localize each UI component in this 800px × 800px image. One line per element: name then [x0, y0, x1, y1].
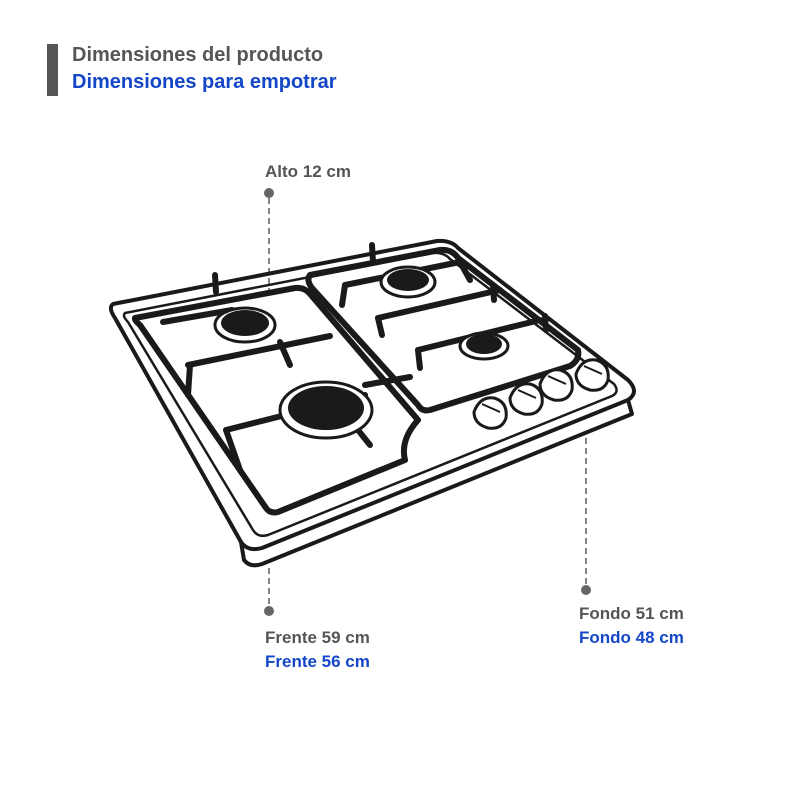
burner-front-right	[458, 331, 510, 361]
burner-back-right	[379, 265, 437, 299]
control-knob-3[interactable]	[538, 368, 574, 402]
burner-large	[278, 380, 374, 440]
depth-product-label: Fondo 51 cm	[579, 604, 684, 623]
left-grate	[131, 272, 421, 516]
builtin-dimensions-title: Dimensiones para empotrar	[72, 71, 337, 93]
depth-builtin-label: Fondo 48 cm	[579, 628, 684, 647]
front-guide	[264, 568, 274, 616]
control-knob-4[interactable]	[574, 358, 610, 392]
height-label: Alto 12 cm	[265, 162, 351, 181]
burner-back-left	[213, 306, 277, 344]
depth-guide	[581, 438, 591, 595]
cooktop-body	[108, 238, 636, 568]
front-builtin-label: Frente 56 cm	[265, 652, 370, 671]
height-guide	[264, 188, 274, 290]
control-knob-2[interactable]	[508, 382, 544, 416]
header-accent-bar	[47, 44, 58, 96]
control-knob-1[interactable]	[472, 396, 508, 430]
product-dimensions-title: Dimensiones del producto	[72, 44, 324, 66]
front-product-label: Frente 59 cm	[265, 628, 370, 647]
